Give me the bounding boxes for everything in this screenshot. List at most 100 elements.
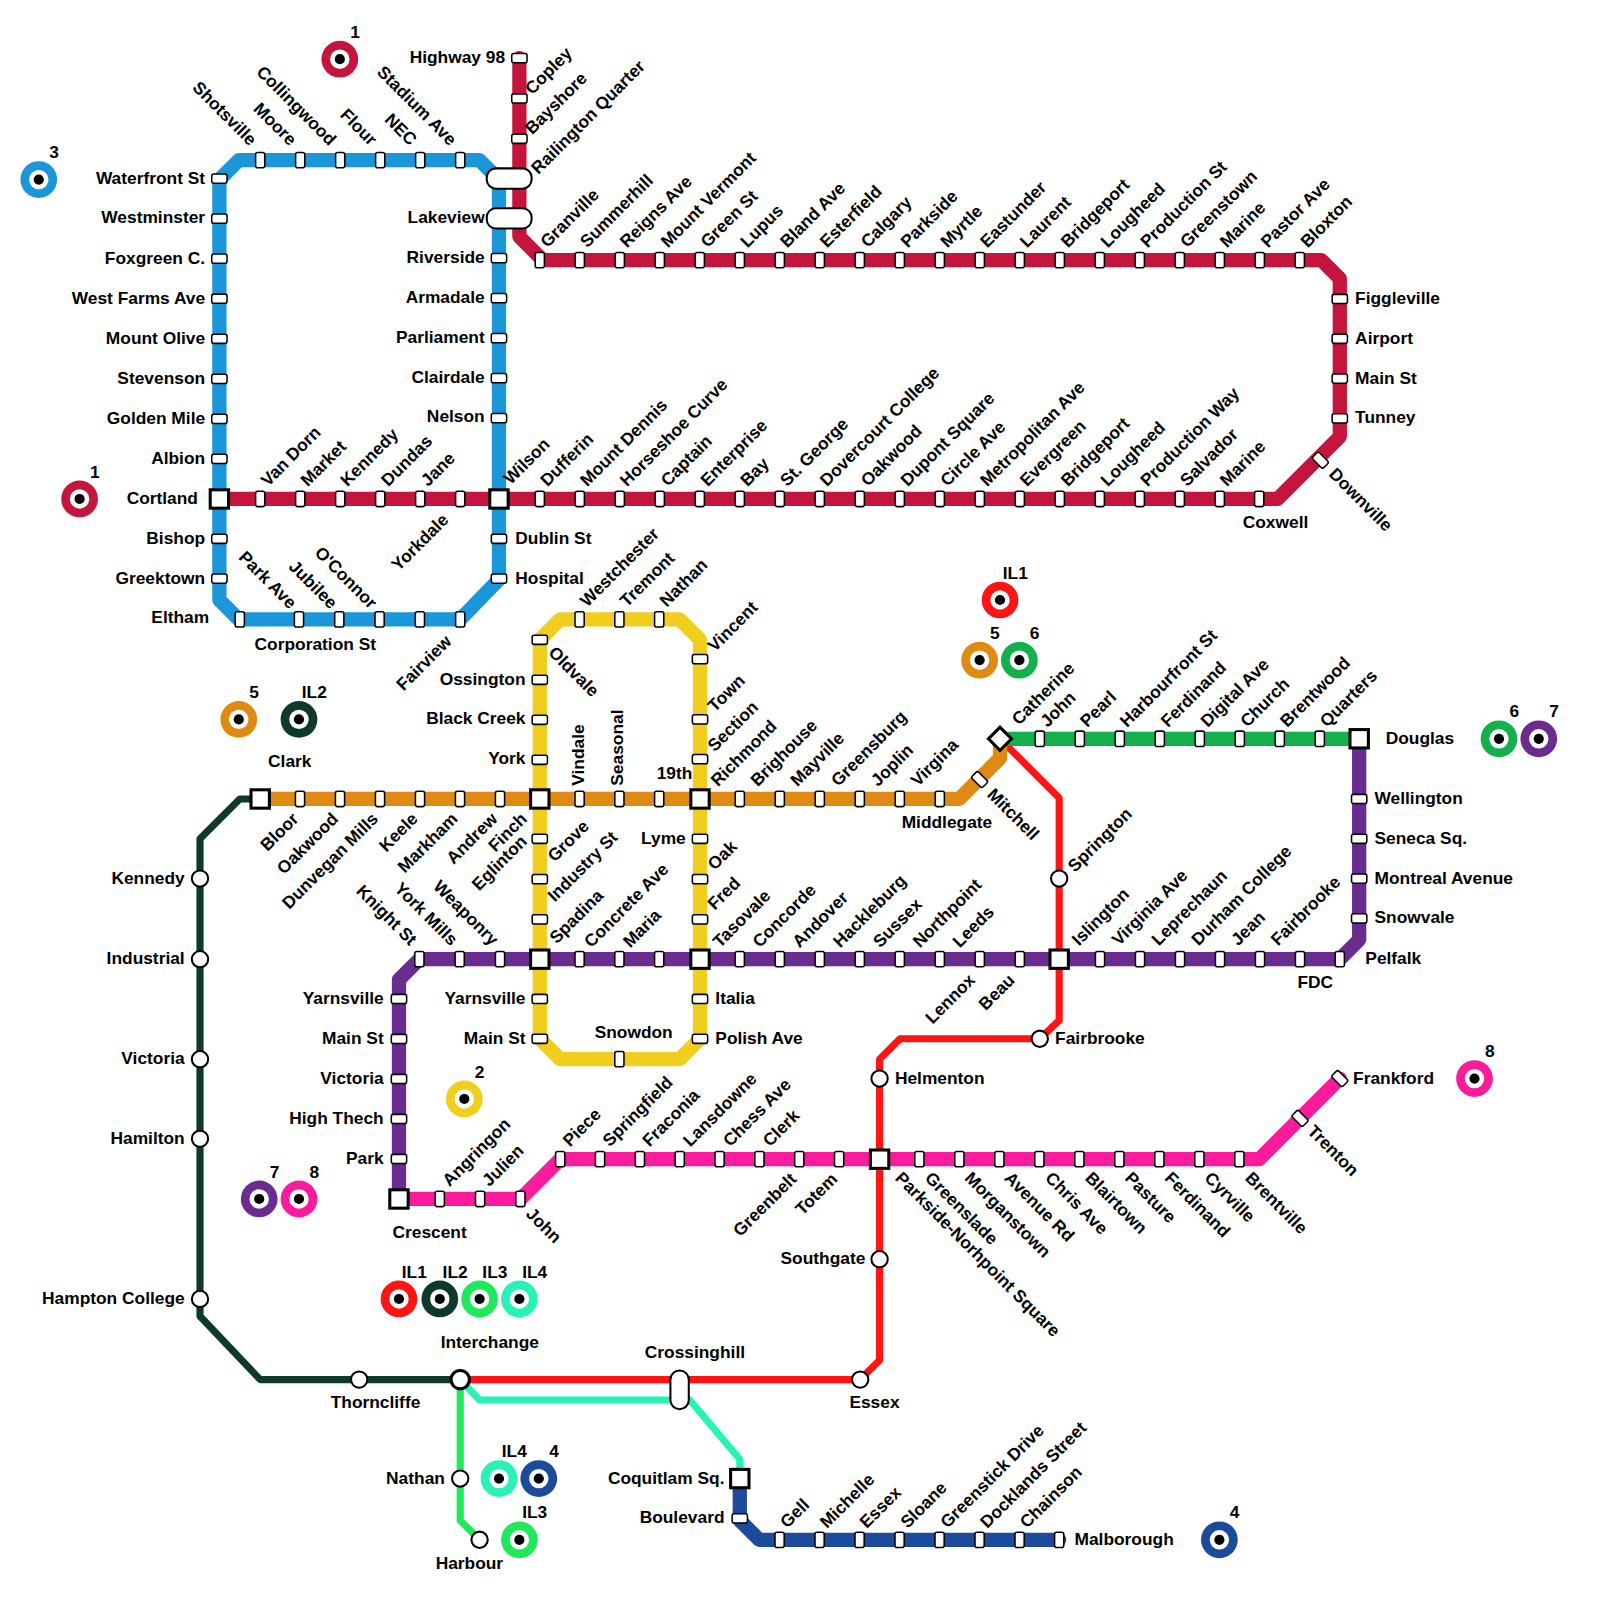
station-name: Greektown bbox=[115, 568, 205, 588]
station-tick bbox=[532, 994, 547, 1003]
station-tick bbox=[532, 834, 547, 843]
station-name: Golden Mile bbox=[107, 409, 205, 429]
line-roundel bbox=[982, 582, 1019, 619]
station-tick bbox=[655, 253, 664, 268]
station-name: John bbox=[521, 1204, 565, 1248]
roundel-dot bbox=[459, 1094, 469, 1104]
station-tick bbox=[256, 153, 265, 168]
station-tick bbox=[692, 655, 707, 664]
roundel-dot bbox=[474, 1294, 484, 1304]
station-tick bbox=[1215, 952, 1224, 967]
station-circle bbox=[192, 1051, 208, 1067]
station-name: Oldvale bbox=[544, 643, 603, 702]
station-name: York bbox=[488, 749, 525, 769]
station-name: Mount Olive bbox=[106, 329, 205, 349]
interchange-square bbox=[1350, 730, 1368, 748]
station-name: Dublin St bbox=[515, 529, 591, 549]
station-tick bbox=[895, 952, 904, 967]
station-tick bbox=[915, 1152, 924, 1167]
line-number: 4 bbox=[549, 1442, 559, 1462]
station-circle bbox=[1032, 1031, 1048, 1047]
station-circle bbox=[471, 1532, 487, 1548]
station-name: Clark bbox=[268, 752, 311, 772]
station-tick bbox=[235, 612, 244, 627]
station-tick bbox=[1255, 952, 1264, 967]
station-tick bbox=[1115, 731, 1124, 746]
station-tick bbox=[692, 1034, 707, 1043]
line-number: 7 bbox=[1549, 702, 1559, 722]
station-tick bbox=[1352, 834, 1367, 843]
station-tick bbox=[895, 791, 904, 806]
line-number: IL4 bbox=[522, 1262, 547, 1282]
roundel-inner bbox=[529, 1469, 548, 1488]
station-name: Flour bbox=[335, 105, 380, 150]
roundel-dot bbox=[1014, 655, 1024, 665]
station-tick bbox=[391, 1114, 406, 1123]
line-number: 6 bbox=[1030, 623, 1040, 643]
roundel-dot bbox=[995, 595, 1005, 605]
station-name: Interchange bbox=[441, 1333, 539, 1353]
roundel-inner bbox=[289, 1189, 308, 1208]
station-tick bbox=[935, 952, 944, 967]
station-name: Vincent bbox=[704, 598, 763, 657]
station-tick bbox=[335, 612, 344, 627]
station-name: Highway 98 bbox=[410, 48, 505, 68]
station-tick bbox=[975, 253, 984, 268]
station-tick bbox=[795, 1152, 804, 1167]
station-tick bbox=[855, 491, 864, 506]
station-tick bbox=[815, 1532, 824, 1547]
line-number: 8 bbox=[1485, 1042, 1495, 1062]
station-tick bbox=[532, 915, 547, 924]
station-tick bbox=[1035, 1152, 1044, 1167]
station-tick bbox=[1015, 491, 1024, 506]
station-name: Main St bbox=[322, 1029, 384, 1049]
station-tick bbox=[212, 214, 227, 223]
station-tick bbox=[1075, 1152, 1084, 1167]
station-tick bbox=[336, 153, 345, 168]
station-tick bbox=[735, 491, 744, 506]
roundel-dot bbox=[534, 1473, 544, 1483]
station-tick bbox=[495, 952, 504, 967]
station-name: Park Ave bbox=[234, 547, 300, 613]
station-name: Oak bbox=[704, 837, 742, 875]
station-tick bbox=[476, 1191, 485, 1206]
station-tick bbox=[1215, 253, 1224, 268]
station-tick bbox=[975, 1532, 984, 1547]
roundel-ring bbox=[982, 582, 1019, 619]
station-tick bbox=[835, 1152, 844, 1167]
station-tick bbox=[1332, 334, 1347, 343]
station-tick bbox=[1235, 1152, 1244, 1167]
station-name: Beau bbox=[975, 970, 1019, 1014]
roundel-inner bbox=[389, 1289, 408, 1308]
station-tick bbox=[655, 612, 664, 627]
station-tick bbox=[695, 491, 704, 506]
station-tick bbox=[775, 1532, 784, 1547]
station-name: Foxgreen C. bbox=[105, 248, 205, 268]
station-tick bbox=[692, 834, 707, 843]
station-tick bbox=[416, 491, 425, 506]
station-tick bbox=[1352, 794, 1367, 803]
station-tick bbox=[415, 952, 424, 967]
station-tick bbox=[1075, 731, 1084, 746]
station-tick bbox=[815, 253, 824, 268]
station-name: Virgina bbox=[907, 735, 963, 791]
station-tick bbox=[692, 915, 707, 924]
station-tick bbox=[775, 253, 784, 268]
route-line bbox=[1000, 732, 1359, 746]
station-name: Albion bbox=[151, 449, 205, 469]
station-name: Essex bbox=[849, 1393, 899, 1413]
roundel-ring bbox=[220, 701, 257, 738]
roundel-inner bbox=[330, 49, 349, 68]
roundel-ring bbox=[421, 1281, 458, 1318]
station-name: Lyme bbox=[641, 829, 686, 849]
station-circle bbox=[192, 1291, 208, 1307]
station-circle bbox=[871, 1251, 887, 1267]
station-name: 19th bbox=[657, 763, 693, 783]
roundel-ring bbox=[501, 1281, 538, 1318]
roundel-dot bbox=[514, 1535, 524, 1545]
station-tick bbox=[975, 491, 984, 506]
interchange-square bbox=[390, 1190, 408, 1208]
station-tick bbox=[1135, 491, 1144, 506]
station-name: Ossington bbox=[440, 669, 526, 689]
